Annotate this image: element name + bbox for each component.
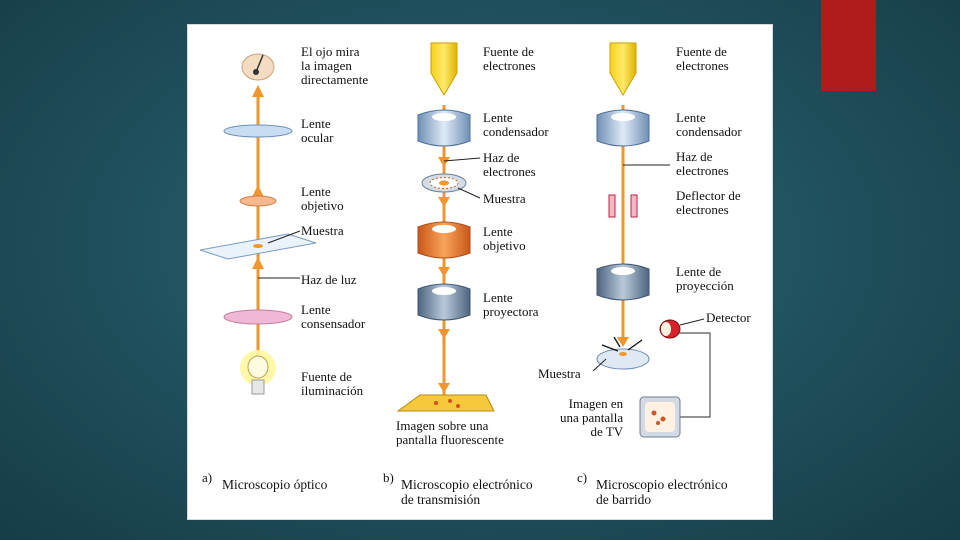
label-projector-tem: Lente proyectora <box>483 290 539 319</box>
label-condenser-sem: Lente condensador <box>676 110 742 139</box>
slide-accent-block <box>821 0 876 91</box>
label-objective-tem: Lente objetivo <box>483 224 526 253</box>
label-light-source: Fuente de iluminación <box>301 369 364 398</box>
condenser-lens <box>223 309 293 325</box>
condenser-lens-tem <box>417 109 471 147</box>
specimen-sem <box>596 348 650 370</box>
caption-optical-microscope: Microscopio óptico <box>222 477 328 492</box>
label-objective-lens: Lente objetivo <box>301 184 344 213</box>
deflector-plate-left <box>608 194 616 218</box>
electron-gun-icon <box>430 42 458 96</box>
microscope-diagram-panel: El ojo mira la imagen directamente Lente… <box>187 24 773 520</box>
label-tv-image: Imagen en una pantalla de TV <box>560 396 624 439</box>
label-electron-source-tem: Fuente de electrones <box>483 44 536 73</box>
caption-letter-b: b) <box>383 470 394 485</box>
ocular-lens <box>223 124 293 138</box>
tem-drawing <box>396 42 495 412</box>
caption-tem: Microscopio electrónico de transmisión <box>401 477 533 507</box>
caption-letter-c: c) <box>577 470 588 485</box>
label-ocular-lens: Lente ocular <box>301 116 334 145</box>
signal-wire <box>679 332 711 418</box>
projector-lens-tem <box>417 283 471 321</box>
label-specimen-sem: Muestra <box>538 366 581 381</box>
label-deflector: Deflector de electrones <box>676 188 741 217</box>
diagram-graphics <box>199 42 711 438</box>
label-fluorescent-image: Imagen sobre una pantalla fluorescente <box>396 418 504 447</box>
beam-arrow-low <box>252 257 264 269</box>
optical-microscope-drawing <box>199 53 317 395</box>
caption-sem: Microscopio electrónico de barrido <box>596 477 728 507</box>
label-light-beam: Haz de luz <box>301 272 357 287</box>
objective-lens <box>239 195 277 207</box>
label-condenser-tem: Lente condensador <box>483 110 549 139</box>
label-projection-lens: Lente de proyección <box>676 264 734 293</box>
label-eye: El ojo mira la imagen directamente <box>301 44 369 87</box>
deflector-plate-right <box>630 194 638 218</box>
label-electron-beam-tem: Haz de electrones <box>483 150 536 179</box>
label-detector: Detector <box>706 310 751 325</box>
condenser-lens-sem <box>596 109 650 147</box>
objective-lens-tem <box>417 221 471 259</box>
fluorescent-screen <box>396 394 495 412</box>
sem-drawing <box>592 42 711 438</box>
label-specimen-tem: Muestra <box>483 191 526 206</box>
label-condenser-lens: Lente consensador <box>301 302 366 331</box>
caption-letter-a: a) <box>202 470 213 485</box>
beam-arrow-top <box>252 85 264 97</box>
projection-lens-sem <box>596 263 650 301</box>
electron-gun-icon-sem <box>609 42 637 96</box>
label-specimen: Muestra <box>301 223 344 238</box>
label-electron-source-sem: Fuente de electrones <box>676 44 729 73</box>
beam-arrow-mid <box>252 185 264 197</box>
light-bulb-icon <box>247 355 269 379</box>
label-electron-beam-sem: Haz de electrones <box>676 149 729 178</box>
